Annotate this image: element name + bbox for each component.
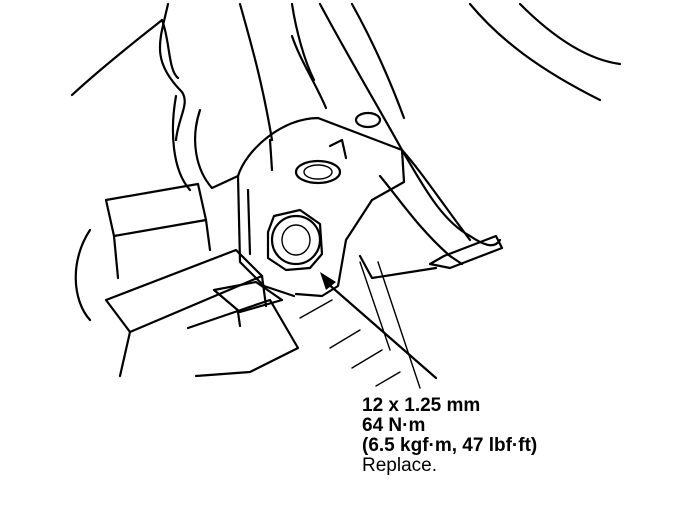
bolt-size-label: 12 x 1.25 mm [362,395,481,416]
hose-clip [428,234,504,270]
frame-lower-box [186,298,300,378]
panel-curve [318,2,472,242]
leader-arrowhead [320,272,336,290]
bracket-plate-lower [236,174,296,298]
background-contour-2 [518,2,622,66]
torque-nm-label: 64 N·m [362,415,426,436]
rim-edge [238,2,274,142]
torque-alt-label: (6.5 kgf·m, 47 lbf·ft) [362,435,538,456]
lower-tab [212,280,284,314]
leader-line [324,280,438,380]
top-stud [354,111,382,129]
housing-side [112,218,212,280]
upper-bolt-head [294,159,342,185]
housing-left-curve [74,228,92,322]
flange-bolt-face [281,224,311,256]
lower-tab-pin [236,310,242,328]
flange-bolt-washer [270,214,322,266]
mount-body [171,94,192,192]
housing-top [104,182,208,238]
bracket-plate [236,116,406,298]
rim-edge-inner [290,2,316,82]
panel-curve-inner [350,2,406,120]
rim-lip [290,34,328,110]
shroud-edge [158,2,186,142]
hose-outer [400,148,502,247]
upper-bolt-stud [328,138,348,160]
shroud-outline [70,18,180,97]
background-contour [468,2,602,102]
hatch-lines [299,299,401,387]
flange-bolt-hex [266,208,324,272]
bracket-lower-right [358,254,438,280]
replace-note: Replace. [362,455,437,476]
torque-callout: 12 x 1.25 mm 64 N·m (6.5 kgf·m, 47 lbf·f… [362,396,537,476]
mount-body-front [194,108,240,190]
bracket-fold [246,138,274,256]
upper-bolt-face [303,164,333,180]
hatch-guides [359,261,421,389]
hose-inner [378,174,464,266]
